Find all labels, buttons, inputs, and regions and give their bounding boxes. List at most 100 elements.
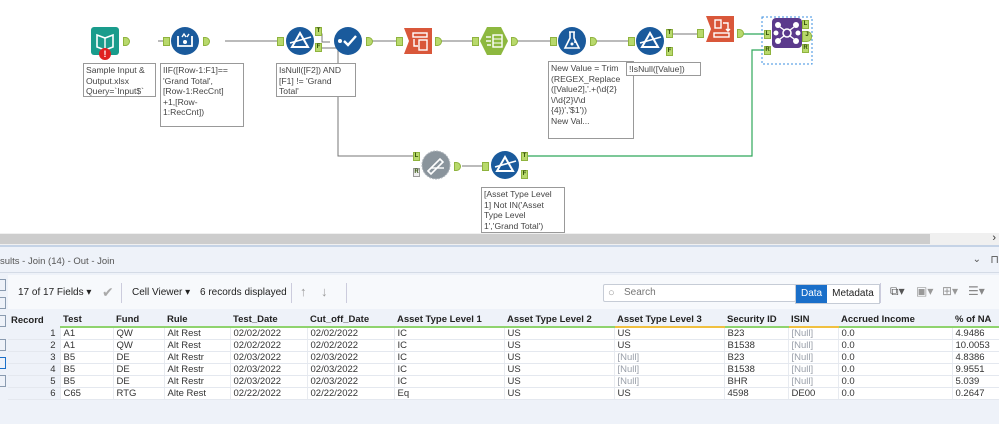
column-header[interactable]: Accrued Income xyxy=(838,313,952,328)
column-header[interactable]: Fund xyxy=(113,313,164,328)
table-cell[interactable]: DE xyxy=(113,375,165,388)
transpose-tool[interactable] xyxy=(705,14,735,44)
output-anchor[interactable] xyxy=(454,162,461,171)
column-header[interactable]: Record xyxy=(8,313,60,327)
record-number[interactable]: 1 xyxy=(8,327,61,340)
input-anchor[interactable] xyxy=(628,37,635,46)
arrow-up-icon[interactable]: ↑ xyxy=(300,284,307,299)
fields-dropdown[interactable]: 17 of 17 Fields ▾ xyxy=(18,287,91,298)
table-cell[interactable]: [Null] xyxy=(788,339,839,352)
record-number[interactable]: 6 xyxy=(8,387,61,400)
table-cell[interactable]: DE xyxy=(113,363,165,376)
table-cell[interactable]: 0.0 xyxy=(838,363,953,376)
scroll-right-icon[interactable]: › xyxy=(992,232,996,244)
column-header[interactable]: Asset Type Level 3 xyxy=(614,313,724,328)
table-cell[interactable]: [Null] xyxy=(788,375,839,388)
table-cell[interactable]: QW xyxy=(113,339,165,352)
table-cell[interactable]: B5 xyxy=(60,363,114,376)
table-cell[interactable]: 02/03/2022 xyxy=(307,375,395,388)
table-cell[interactable]: US xyxy=(504,351,615,364)
record-number[interactable]: 3 xyxy=(8,351,61,364)
table-cell[interactable]: [Null] xyxy=(614,375,725,388)
table-cell[interactable]: Alt Restr xyxy=(164,351,231,364)
table-cell[interactable]: A1 xyxy=(60,339,114,352)
column-header[interactable]: ISIN xyxy=(788,313,838,328)
table-cell[interactable]: DE00 xyxy=(788,387,839,400)
table-cell[interactable]: 4.8386 xyxy=(952,351,999,364)
table-cell[interactable]: 02/22/2022 xyxy=(307,387,395,400)
table-cell[interactable]: B23 xyxy=(724,351,789,364)
table-cell[interactable]: A1 xyxy=(60,327,114,340)
table-cell[interactable]: [Null] xyxy=(614,351,725,364)
select-tool[interactable] xyxy=(333,26,363,56)
table-cell[interactable]: [Null] xyxy=(788,351,839,364)
table-cell[interactable]: US xyxy=(614,327,725,340)
crosstab-tool[interactable] xyxy=(403,26,433,56)
record-number[interactable]: 4 xyxy=(8,363,61,376)
left-input-anchor[interactable]: L xyxy=(764,30,771,39)
table-cell[interactable]: 02/03/2022 xyxy=(230,375,308,388)
table-cell[interactable]: IC xyxy=(394,339,505,352)
table-cell[interactable]: US xyxy=(504,375,615,388)
false-anchor[interactable]: F xyxy=(666,47,673,56)
column-header[interactable]: Test_Date xyxy=(230,313,307,328)
right-output-anchor[interactable]: R xyxy=(802,44,809,53)
table-cell[interactable]: Alt Restr xyxy=(164,375,231,388)
table-cell[interactable]: 02/03/2022 xyxy=(230,363,308,376)
input-anchor[interactable] xyxy=(277,37,284,46)
results-grid[interactable]: Record Test Fund Rule Test_Date Cut_off_… xyxy=(8,313,999,400)
tab-data[interactable]: Data xyxy=(796,285,828,303)
table-cell[interactable]: [Null] xyxy=(614,363,725,376)
table-cell[interactable]: US xyxy=(504,327,615,340)
table-cell[interactable]: 0.0 xyxy=(838,327,953,340)
column-header[interactable]: Cut_off_Date xyxy=(307,313,394,328)
input-anchor[interactable] xyxy=(697,29,704,38)
output-anchor[interactable] xyxy=(737,29,744,38)
table-cell[interactable]: 02/03/2022 xyxy=(307,363,395,376)
filter-tool[interactable] xyxy=(635,26,665,56)
table-cell[interactable]: Alte Rest xyxy=(164,387,231,400)
filter-tool[interactable] xyxy=(285,26,315,56)
table-cell[interactable]: Alt Restr xyxy=(164,363,231,376)
table-cell[interactable]: 02/03/2022 xyxy=(307,351,395,364)
filter-tool[interactable] xyxy=(490,150,520,180)
search-box[interactable]: ○ xyxy=(603,284,796,302)
find-replace-tool[interactable] xyxy=(421,150,451,180)
input-anchor[interactable] xyxy=(482,162,489,171)
search-input[interactable] xyxy=(622,286,792,299)
table-cell[interactable]: US xyxy=(614,387,725,400)
table-cell[interactable]: 0.0 xyxy=(838,339,953,352)
find-anchor[interactable]: L xyxy=(413,152,420,161)
table-cell[interactable]: C65 xyxy=(60,387,114,400)
table-cell[interactable]: Alt Rest xyxy=(164,327,231,340)
menu-icon[interactable]: ☰▾ xyxy=(968,284,985,298)
table-cell[interactable]: 02/22/2022 xyxy=(230,387,308,400)
input-anchor[interactable] xyxy=(163,37,170,46)
table-cell[interactable]: RTG xyxy=(113,387,165,400)
table-cell[interactable]: 02/02/2022 xyxy=(230,327,308,340)
workflow-canvas[interactable]: ! Sample Input & Output.xlsx Query=`Inpu… xyxy=(0,0,999,233)
column-header[interactable]: Rule xyxy=(164,313,230,328)
input-anchor[interactable] xyxy=(396,37,403,46)
input-anchor[interactable] xyxy=(550,37,557,46)
table-cell[interactable]: IC xyxy=(394,351,505,364)
table-cell[interactable]: US xyxy=(614,339,725,352)
table-cell[interactable]: B1538 xyxy=(724,363,789,376)
false-anchor[interactable]: F xyxy=(521,170,528,179)
copy-icon[interactable]: ⧉▾ xyxy=(890,284,905,298)
tab-metadata[interactable]: Metadata xyxy=(832,288,874,299)
left-output-anchor[interactable]: L xyxy=(802,20,809,29)
anchor-icon[interactable] xyxy=(0,375,6,387)
table-cell[interactable]: 0.0 xyxy=(838,351,953,364)
record-number[interactable]: 2 xyxy=(8,339,61,352)
output-anchor[interactable] xyxy=(366,37,373,46)
output-anchor[interactable] xyxy=(511,37,518,46)
true-anchor[interactable]: T xyxy=(666,29,673,38)
table-cell[interactable]: US xyxy=(504,363,615,376)
pin-icon[interactable]: ⊓ xyxy=(990,254,999,266)
true-anchor[interactable]: T xyxy=(521,152,528,161)
anchor-icon-selected[interactable] xyxy=(0,357,6,369)
column-header[interactable]: Asset Type Level 1 xyxy=(394,313,504,328)
